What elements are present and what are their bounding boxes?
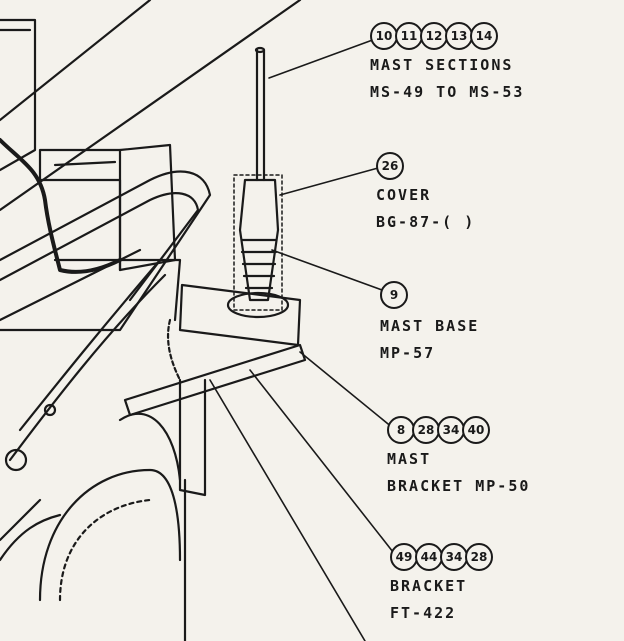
top-panel	[0, 18, 37, 172]
upper-right-diagonal	[0, 0, 302, 212]
item-number: 28	[412, 416, 440, 444]
cover-spring	[238, 178, 280, 302]
item-numbers: 10 11 12 13 14	[370, 22, 524, 50]
item-number: 40	[462, 416, 490, 444]
item-numbers: 9	[380, 281, 479, 309]
item-number: 49	[390, 543, 418, 571]
item-number: 11	[395, 22, 423, 50]
callout-part: BG-87-( )	[376, 213, 476, 231]
mast-bracket	[123, 343, 307, 417]
item-number: 34	[440, 543, 468, 571]
item-number: 12	[420, 22, 448, 50]
callout-mast-sections: 10 11 12 13 14 MAST SECTIONS MS-49 TO MS…	[370, 22, 524, 100]
callout-part: FT-422	[390, 604, 457, 622]
callout-mast-bracket: 8 28 34 40 MAST BRACKET MP-50	[387, 416, 530, 494]
leader-mast-sections	[268, 37, 379, 79]
wheel	[38, 468, 182, 602]
leader-cover	[279, 167, 379, 196]
rail-knob	[4, 448, 28, 472]
callout-title: COVER	[376, 186, 432, 204]
callout-title: MAST	[387, 450, 432, 468]
item-number: 14	[470, 22, 498, 50]
callout-part: MS-49 TO MS-53	[370, 83, 525, 101]
item-numbers: 8 28 34 40	[387, 416, 530, 444]
rail-outer	[0, 170, 212, 332]
leader-bracket	[249, 369, 394, 553]
item-number: 9	[380, 281, 408, 309]
item-number: 10	[370, 22, 398, 50]
item-numbers: 49 44 34 28	[390, 543, 493, 571]
callout-mast-base: 9 MAST BASE MP-57	[380, 281, 479, 361]
seat-frame	[38, 143, 177, 272]
rail-lower	[0, 248, 142, 322]
item-number: 34	[437, 416, 465, 444]
callout-cover: 26 COVER BG-87-( )	[376, 152, 475, 230]
upper-left-diagonal	[0, 0, 152, 122]
callout-title: MAST SECTIONS	[370, 56, 514, 74]
rail-inner	[0, 192, 200, 302]
item-number: 44	[415, 543, 443, 571]
mast-rod	[255, 48, 266, 182]
cable	[0, 138, 122, 274]
item-number: 13	[445, 22, 473, 50]
grab-rail	[18, 258, 162, 432]
item-number: 26	[376, 152, 404, 180]
leader-mast-bracket	[299, 351, 394, 429]
callout-bracket: 49 44 34 28 BRACKET FT-422	[390, 543, 493, 622]
callout-title: MAST BASE	[380, 317, 480, 335]
fender	[118, 412, 182, 482]
item-numbers: 26	[376, 152, 475, 180]
leader-bottom	[209, 379, 366, 641]
callout-part: MP-57	[380, 344, 436, 362]
callout-part: BRACKET MP-50	[387, 477, 531, 495]
item-number: 8	[387, 416, 415, 444]
callout-title: BRACKET	[390, 577, 468, 595]
leader-mast-base	[271, 249, 383, 291]
item-number: 28	[465, 543, 493, 571]
